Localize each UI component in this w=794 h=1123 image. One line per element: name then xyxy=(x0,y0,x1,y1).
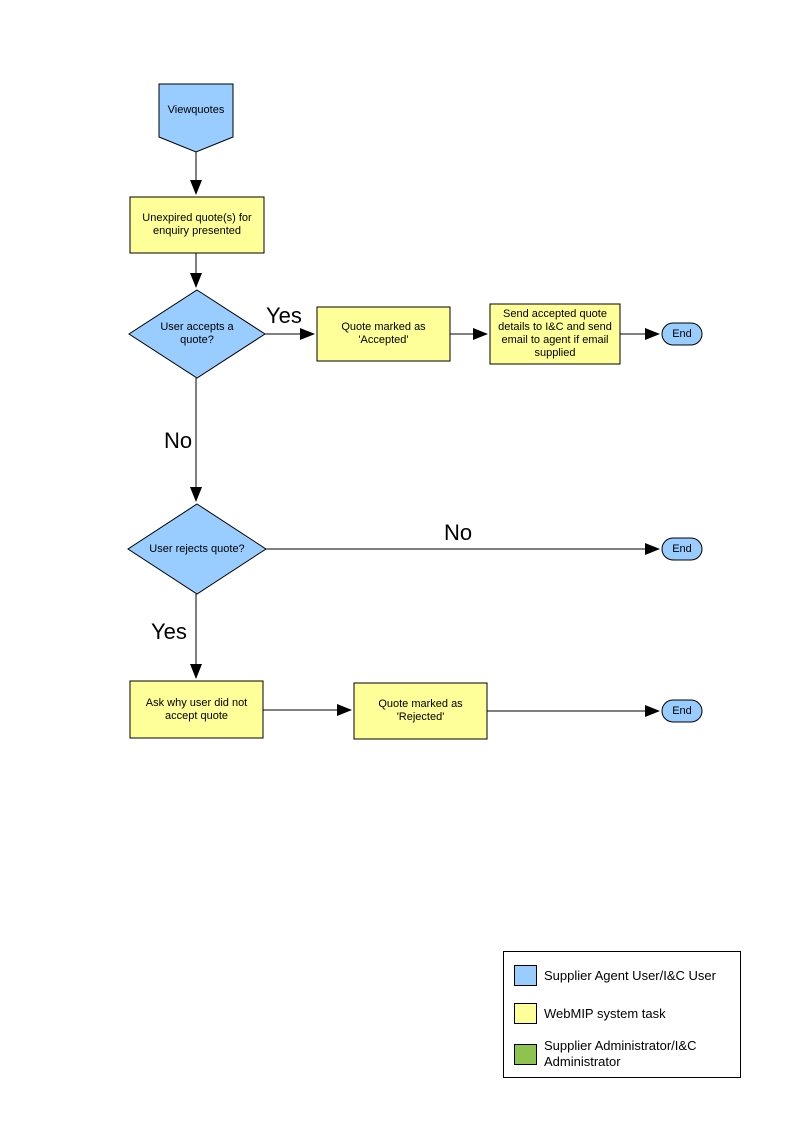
legend-label-webmip-system-task: WebMIP system task xyxy=(544,1005,666,1021)
legend-swatch-green xyxy=(514,1043,537,1065)
rejects-decision-diamond-shape xyxy=(127,503,267,595)
legend-label-supplier-agent-user: Supplier Agent User/I&C User xyxy=(544,967,716,983)
accepts-decision-diamond-shape xyxy=(128,289,266,379)
ask-why-box-shape xyxy=(129,680,264,739)
end1-terminator-shape xyxy=(661,322,703,346)
legend-swatch-blue xyxy=(514,965,537,986)
legend-swatch-yellow xyxy=(514,1003,537,1024)
end3-terminator-shape xyxy=(661,699,703,723)
unexpired-quotes-box-shape xyxy=(129,196,265,254)
legend-label-supplier-administrator: Supplier Administrator/I&C Administrator xyxy=(544,1038,697,1069)
marked-accepted-box-shape xyxy=(316,306,451,362)
start-pentagon-shape xyxy=(158,83,234,153)
send-details-box-shape xyxy=(489,303,621,365)
legend-item-supplier-administrator: Supplier Administrator/I&C Administrator xyxy=(514,1038,734,1070)
end2-terminator-shape xyxy=(661,537,703,561)
legend-box: Supplier Agent User/I&C User WebMIP syst… xyxy=(503,951,741,1078)
marked-rejected-box-shape xyxy=(353,682,488,740)
legend-item-webmip-system-task: WebMIP system task xyxy=(514,1003,734,1024)
legend-item-supplier-agent-user: Supplier Agent User/I&C User xyxy=(514,965,734,986)
